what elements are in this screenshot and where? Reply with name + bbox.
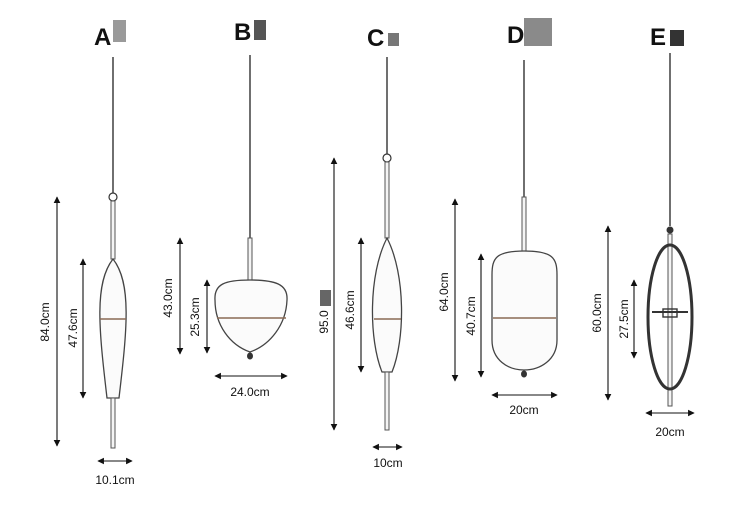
lamp-d-finial [521, 370, 527, 378]
lamp-a-thumbnail [113, 20, 126, 42]
lamp-b-shade [214, 279, 288, 353]
lamp-e-thumbnail [670, 30, 684, 46]
lamp-c-thumbnail [388, 33, 399, 46]
lamp-c: C 95.0 46.6cm 10cm [317, 25, 403, 470]
lamp-b: B 43.0cm 25.3cm 24.0cm [161, 19, 288, 399]
lamp-e-cap [666, 226, 674, 234]
lamp-e-ring [646, 243, 694, 391]
lamp-e-rod [667, 233, 673, 407]
lamp-a-width: 10.1cm [95, 473, 134, 487]
lamp-b-width: 24.0cm [230, 385, 269, 399]
lamp-d-shade-height: 40.7cm [464, 296, 478, 335]
lamp-a: A 84.0cm 47.6cm 10.1cm [38, 20, 135, 487]
lamp-e-shade-height: 27.5cm [617, 299, 631, 338]
lamp-d-stem [521, 196, 527, 252]
lamp-e: E 60.0cm 27.5cm 20cm [590, 24, 695, 439]
lamp-b-label: B [234, 19, 251, 46]
lamp-d-label: D [507, 22, 524, 49]
lamp-a-lower-rod [110, 397, 116, 449]
lamp-c-label: C [367, 25, 384, 52]
lamp-e-label: E [650, 24, 666, 51]
lamp-c-height: 95.0 [317, 310, 331, 334]
lamp-e-height: 60.0cm [590, 293, 604, 332]
lamp-d-shade [491, 250, 558, 371]
lamp-b-finial [247, 352, 253, 360]
lamp-d-thumbnail [524, 18, 552, 46]
lamp-c-width: 10cm [373, 456, 402, 470]
lamp-a-shade-height: 47.6cm [66, 308, 80, 347]
lamp-b-height: 43.0cm [161, 278, 175, 317]
lamp-b-shade-height: 25.3cm [188, 297, 202, 336]
lamp-e-bulb-holder [662, 308, 678, 318]
lamp-e-width: 20cm [655, 425, 684, 439]
lamp-d: D 64.0cm 40.7cm 20cm [437, 18, 558, 417]
lamp-c-height-mask [320, 290, 331, 306]
diagram-background [20, 6, 720, 513]
lamp-c-shade-height: 46.6cm [343, 290, 357, 329]
lamp-a-label: A [94, 24, 111, 51]
lamp-a-height: 84.0cm [38, 302, 52, 341]
lamp-c-lower-rod [384, 371, 390, 431]
lamp-d-height: 64.0cm [437, 272, 451, 311]
lamp-a-ball [108, 192, 118, 202]
lamp-b-thumbnail [254, 20, 266, 40]
lamp-b-stem [247, 237, 253, 281]
lamp-a-upper-rod [110, 200, 116, 260]
lamp-d-width: 20cm [509, 403, 538, 417]
lamp-c-ball [382, 153, 392, 163]
lamp-c-upper-rod [384, 161, 390, 239]
